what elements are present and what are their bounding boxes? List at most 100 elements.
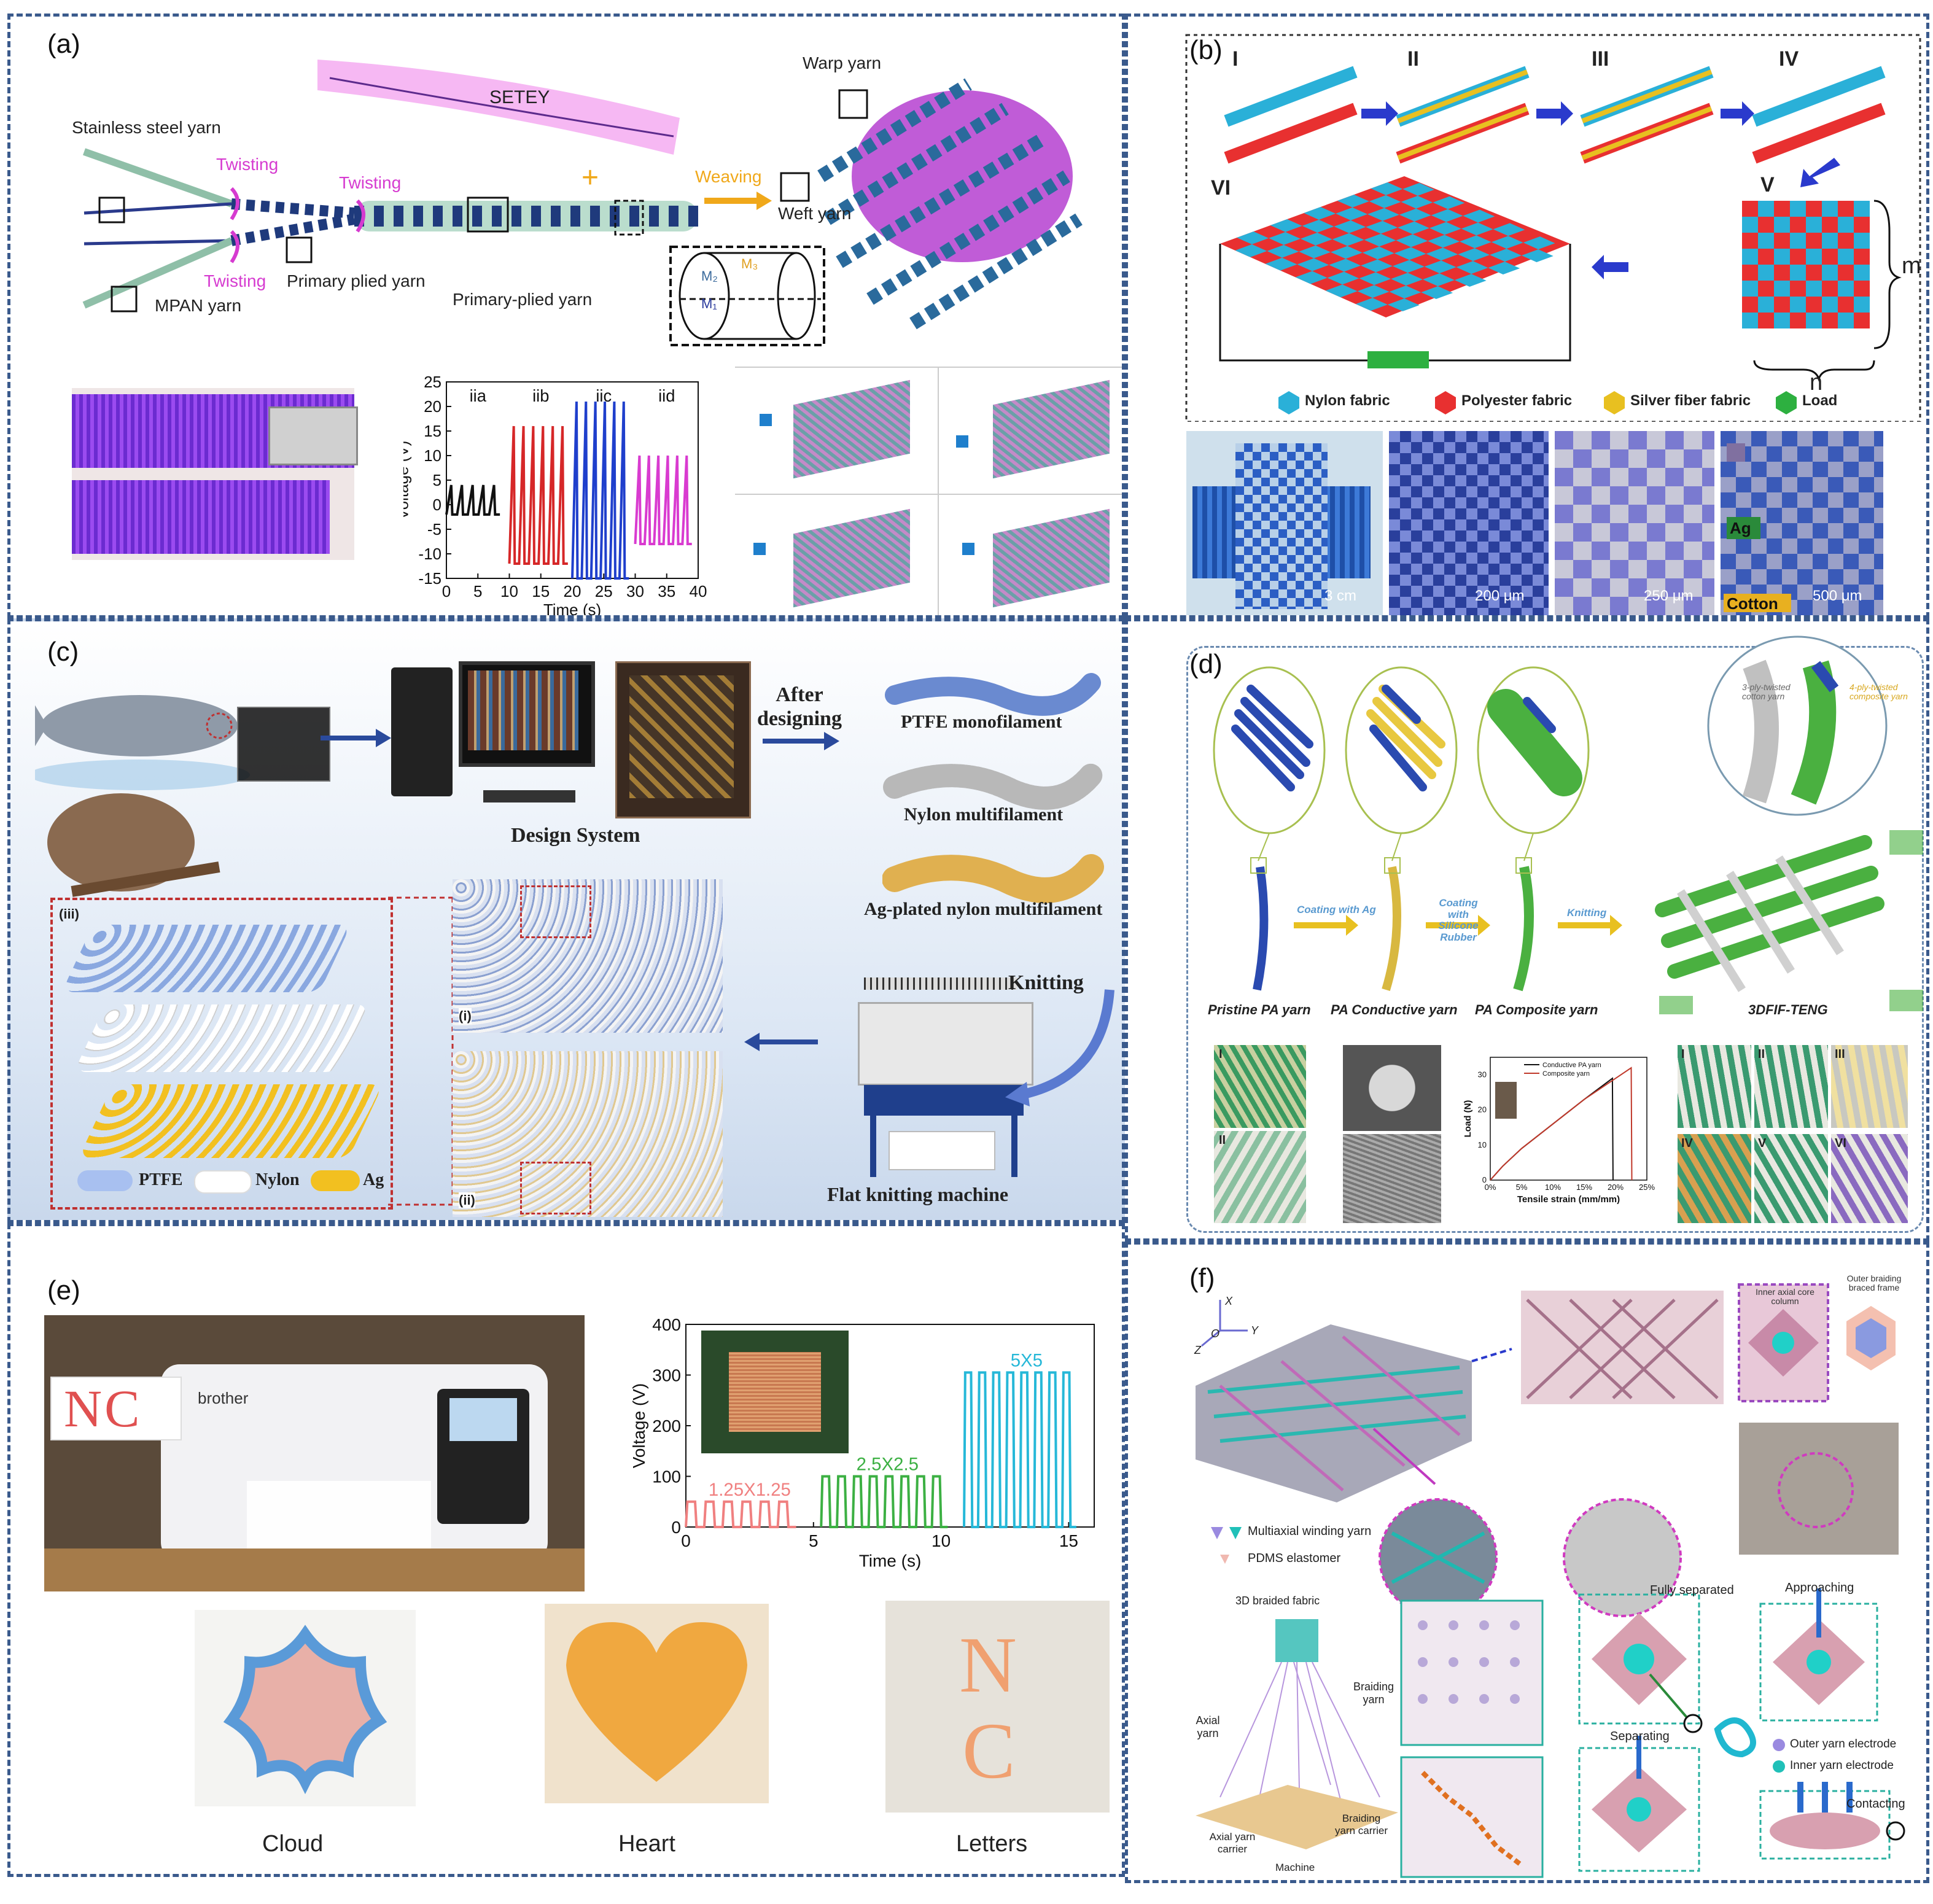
yarn-fabrication-schematic (1213, 635, 1923, 1014)
grid-cell (1774, 281, 1790, 297)
grid-cell (1454, 274, 1487, 287)
grid-cell (1822, 217, 1838, 233)
grid-cell (1463, 209, 1495, 223)
grid-cell (1758, 297, 1774, 313)
grid-cell (1398, 221, 1429, 235)
caption-letters: Letters (956, 1831, 1028, 1857)
grid-cell (1838, 313, 1854, 328)
y-tick-label: 400 (652, 1315, 681, 1334)
legend-nylon: Nylon fabric (1305, 392, 1390, 409)
grid-cell (1297, 258, 1329, 271)
roman-II: II (1758, 1047, 1765, 1061)
grid-cell (1299, 245, 1331, 258)
x-tick-label: 0 (442, 582, 451, 600)
grid-cell (1361, 259, 1393, 273)
legend-nylon: Nylon (255, 1170, 300, 1189)
legend-label: Composite yarn (1542, 1070, 1590, 1078)
sem-crosssection (1343, 1045, 1441, 1131)
grid-cell (1742, 217, 1758, 233)
x-tick-label: 40 (690, 582, 707, 600)
panel-f: (f) (1125, 1241, 1929, 1883)
y-tick-label: 15 (424, 422, 441, 440)
series-line-iia (445, 484, 500, 516)
grid-cell (1491, 236, 1523, 249)
y-axis-label: Voltage (V) (403, 441, 412, 520)
knit-photo-I: I (1214, 1045, 1306, 1128)
legend-pdms: PDMS elastomer (1248, 1552, 1341, 1565)
x-tick-label: 10% (1545, 1183, 1561, 1192)
grid-cell (1822, 233, 1838, 249)
panel-label: (b) (1189, 35, 1223, 65)
axis-z: Z (1194, 1344, 1201, 1356)
inner-core-label: Inner axial core column (1756, 1287, 1814, 1307)
grid-cell (1337, 195, 1369, 208)
cloud-embroidery (195, 1610, 416, 1806)
flat-knitting-label: Flat knitting machine (827, 1183, 1009, 1205)
outer-braid-label: Outer braiding braced frame (1846, 1273, 1902, 1293)
x-tick-label: 0 (681, 1531, 691, 1550)
yarn-conductive: PA Conductive yarn (1331, 1002, 1458, 1017)
fabric-photo-1: 3 cm (1186, 431, 1383, 615)
approaching-label: Approaching (1785, 1581, 1854, 1595)
roman-I: I (1681, 1047, 1685, 1061)
panel-c: (c) Design System After designing PTFE m… (7, 618, 1125, 1223)
heart-embroidery (545, 1604, 769, 1803)
letters-embroidery: N C (885, 1601, 1110, 1813)
step-V: V (1760, 173, 1775, 196)
grid-cell (1758, 217, 1774, 233)
y-tick-label: -10 (418, 545, 441, 563)
warp-label: Warp yarn (803, 53, 882, 72)
segment-label: 5X5 (1011, 1350, 1043, 1370)
x-tick-label: 15 (532, 582, 550, 600)
zoom-connector (388, 896, 454, 1206)
fabric-photo-III: III (1831, 1045, 1908, 1128)
braided-fabric-schematic (1196, 1283, 1905, 1878)
grid-cell (1822, 249, 1838, 265)
segment-label: iia (470, 386, 487, 405)
grid-cell (1332, 233, 1364, 246)
y-tick-label: 20 (424, 397, 441, 416)
legend-ag: Ag (363, 1170, 384, 1189)
twisting-label-1: Twisting (216, 155, 279, 174)
ptfe-mono-label: PTFE monofilament (901, 712, 1062, 732)
x-tick-label: 15 (1059, 1531, 1078, 1550)
scale-3cm: 3 cm (1324, 588, 1357, 604)
grid-cell (1327, 271, 1359, 285)
grid-cell (1838, 201, 1854, 217)
weaving-label: Weaving (695, 167, 762, 186)
panel-label: (f) (1189, 1263, 1215, 1293)
grid-cell (1334, 220, 1366, 233)
primary-plied-label: Primary plied yarn (287, 271, 426, 290)
grid-cell (1806, 281, 1822, 297)
knit-photo-II: II (1214, 1131, 1306, 1223)
grid-cell (1742, 233, 1758, 249)
grid-cell (1367, 208, 1399, 221)
grid-cell (1774, 265, 1790, 281)
grid-cell (1774, 313, 1790, 328)
x-axis-label: Tensile strain (mm/mm) (1517, 1194, 1620, 1205)
braiding-carrier-label: Braiding yarn carrier (1335, 1813, 1388, 1836)
grid-cell (1235, 244, 1267, 257)
legend-label: Conductive PA yarn (1542, 1062, 1601, 1069)
legend-ptfe: PTFE (139, 1170, 183, 1189)
fabric-fabrication-schematic (1185, 34, 1921, 422)
grid-cell (1426, 247, 1458, 261)
grid-cell (1742, 297, 1758, 313)
grid-cell (1433, 196, 1465, 209)
stainless-label: Stainless steel yarn (72, 118, 221, 137)
y-tick-label: 0 (671, 1518, 681, 1537)
grid-cell (1490, 249, 1522, 262)
yarn-types (882, 673, 1104, 903)
fabric-photo-2: 200 μm (1389, 431, 1549, 615)
grid-cell (1758, 249, 1774, 265)
y-tick-label: 0 (1482, 1175, 1487, 1184)
contacting-label: Contacting (1846, 1797, 1905, 1811)
grid-cell (1399, 208, 1431, 222)
grid-cell (1742, 201, 1758, 217)
legend-load: Load (1802, 392, 1838, 409)
embroidered-patch-inset (701, 1331, 849, 1453)
grid-cell (1331, 246, 1363, 259)
step-III: III (1592, 47, 1609, 71)
setey-label: SETEY (489, 87, 550, 107)
